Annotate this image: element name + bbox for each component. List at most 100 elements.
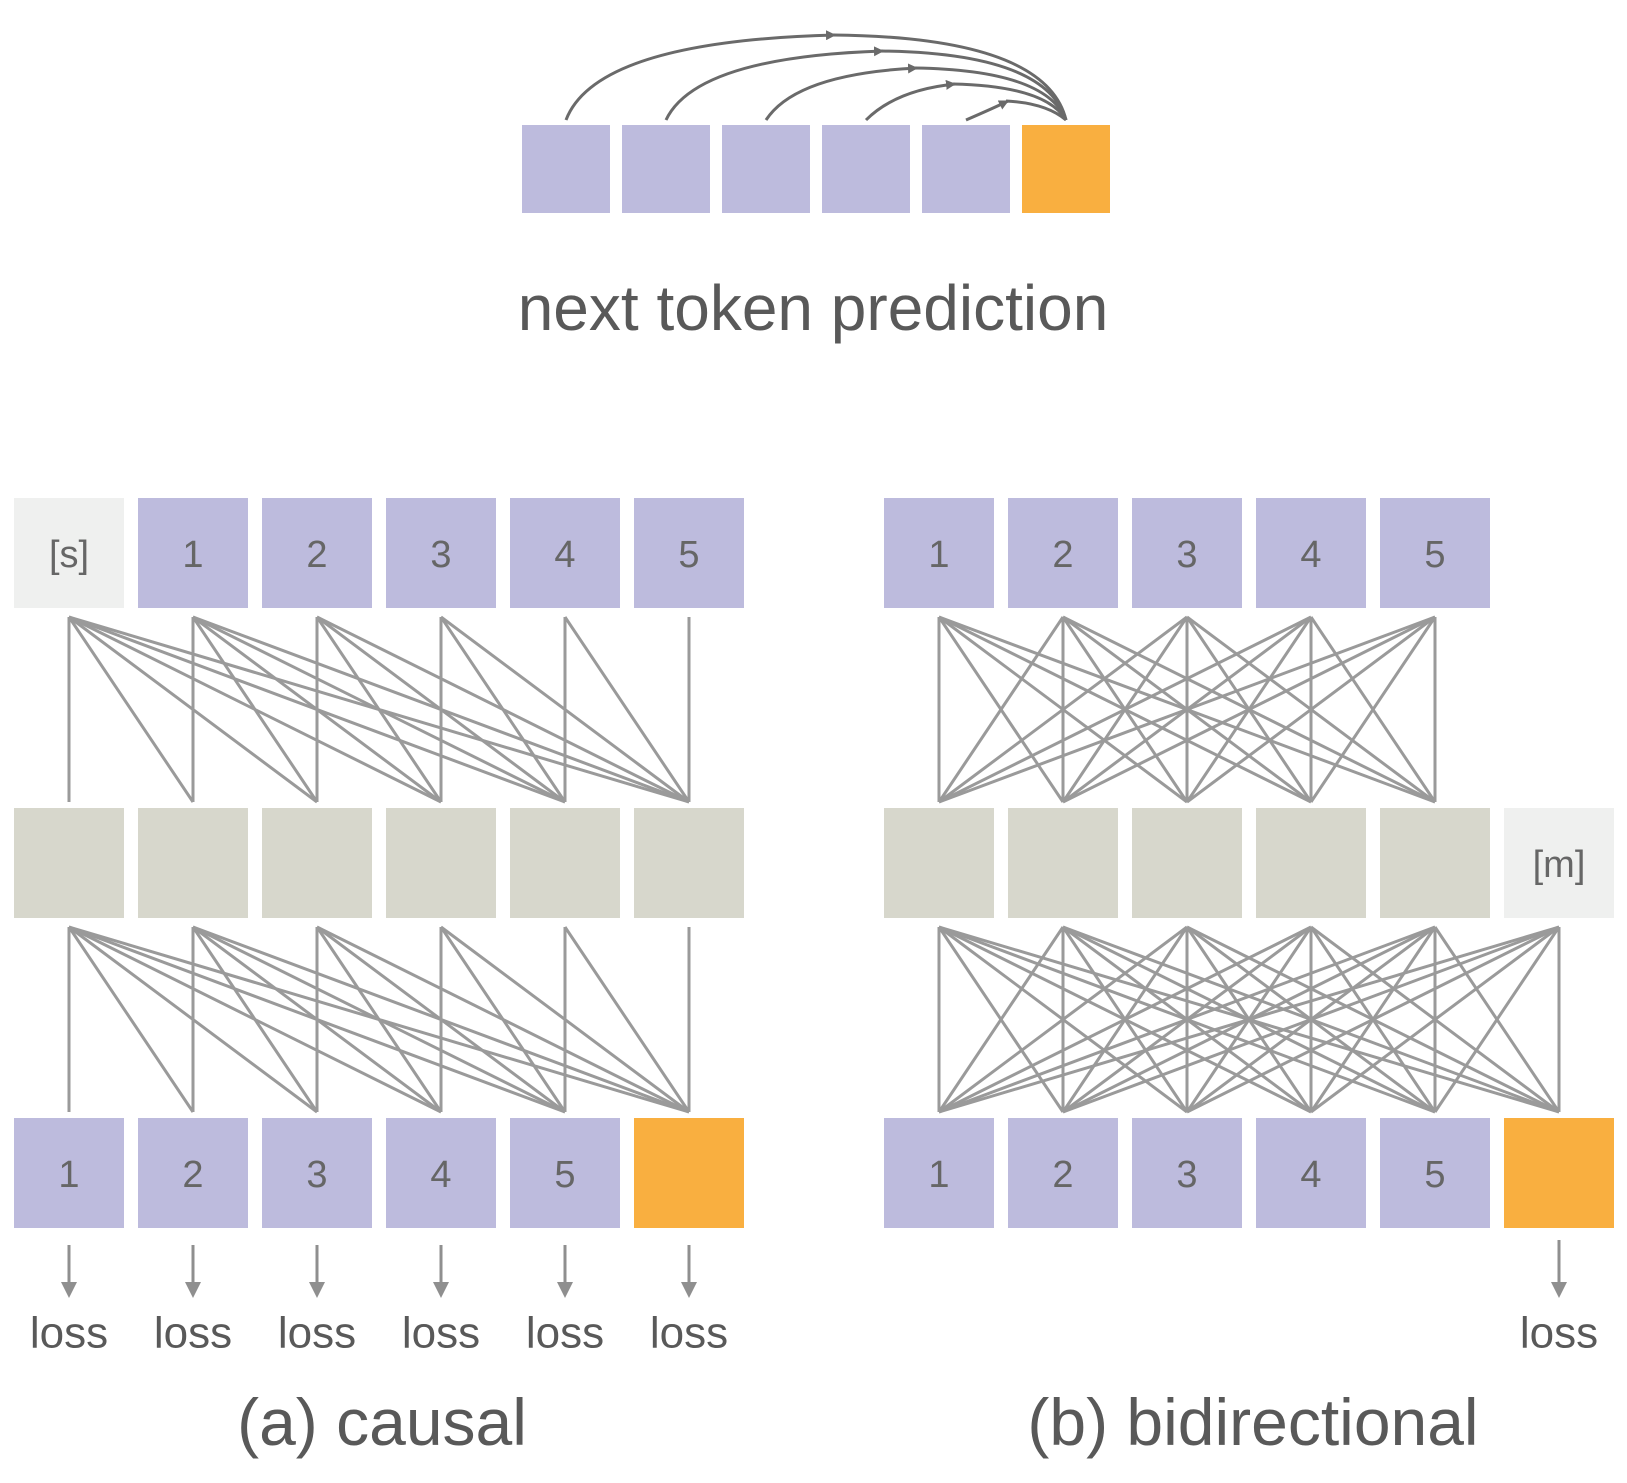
causal-output-token-2 bbox=[138, 1118, 248, 1228]
bi-output-token-label: 1 bbox=[928, 1154, 949, 1196]
bi-output-token-6 bbox=[1504, 1118, 1614, 1228]
context-token-3 bbox=[722, 125, 810, 213]
causal-input-token-1 bbox=[14, 498, 124, 608]
causal-output-token-label: 3 bbox=[306, 1154, 327, 1196]
causal-input-token-3 bbox=[262, 498, 372, 608]
causal-attention-edge bbox=[439, 926, 567, 1113]
prediction-arrow bbox=[764, 63, 918, 121]
loss-label: loss bbox=[526, 1309, 604, 1358]
causal-output-token-label: 5 bbox=[554, 1154, 575, 1196]
causal-attention-edge bbox=[67, 926, 195, 1113]
causal-output-token-3 bbox=[262, 1118, 372, 1228]
loss-label: loss bbox=[278, 1309, 356, 1358]
bi-input-token-label: 4 bbox=[1300, 534, 1321, 576]
bi-hidden-token-label: [m] bbox=[1533, 844, 1586, 886]
bi-hidden-token-2 bbox=[1008, 808, 1118, 918]
bi-input-token-label: 3 bbox=[1176, 534, 1197, 576]
prediction-arrow bbox=[564, 30, 836, 121]
causal-input-token-label: 2 bbox=[306, 534, 327, 576]
loss-label: loss bbox=[154, 1309, 232, 1358]
causal-output-row: 1 2 3 4 5 bbox=[14, 1118, 744, 1228]
loss-label: loss bbox=[402, 1309, 480, 1358]
causal-hidden-token-4 bbox=[386, 808, 496, 918]
bi-hidden-token-4 bbox=[1256, 808, 1366, 918]
causal-attention-edge bbox=[315, 616, 443, 803]
causal-connections-lower bbox=[67, 925, 691, 1114]
predicted-token-6 bbox=[1022, 125, 1110, 213]
causal-output-token-label: 2 bbox=[182, 1154, 203, 1196]
bi-output-token-2 bbox=[1008, 1118, 1118, 1228]
context-token-2 bbox=[622, 125, 710, 213]
loss-label: loss bbox=[650, 1309, 728, 1358]
bidirectional-attention-edge bbox=[1310, 925, 1560, 1114]
bi-input-token-label: 2 bbox=[1052, 534, 1073, 576]
causal-connections-upper bbox=[67, 615, 691, 804]
bi-output-token-label: 3 bbox=[1176, 1154, 1197, 1196]
causal-hidden-token-5 bbox=[510, 808, 620, 918]
bidirectional-connections-lower bbox=[937, 925, 1561, 1114]
causal-input-token-label: 5 bbox=[678, 534, 699, 576]
prediction-arcs bbox=[564, 30, 1068, 122]
context-token-5 bbox=[922, 125, 1010, 213]
causal-input-token-label: 4 bbox=[554, 534, 575, 576]
bi-input-token-1 bbox=[884, 498, 994, 608]
causal-attention-edge bbox=[563, 926, 691, 1113]
top-token-row bbox=[522, 125, 1110, 213]
bidirectional-attention-edge bbox=[938, 615, 1188, 804]
prediction-arrow bbox=[664, 46, 884, 121]
bi-hidden-token-6 bbox=[1504, 808, 1614, 918]
causal-hidden-token-3 bbox=[262, 808, 372, 918]
bi-output-token-label: 4 bbox=[1300, 1154, 1321, 1196]
bidirectional-caption: (b) bidirectional bbox=[1027, 1385, 1478, 1459]
bidirectional-attention-edge bbox=[938, 925, 1312, 1114]
panel-title: next token prediction bbox=[518, 272, 1109, 344]
causal-input-token-label: [s] bbox=[49, 534, 89, 576]
context-token-4 bbox=[822, 125, 910, 213]
bi-input-token-label: 5 bbox=[1424, 534, 1445, 576]
prediction-arrow bbox=[864, 79, 956, 122]
causal-output-token-label: 1 bbox=[58, 1154, 79, 1196]
context-token-1 bbox=[522, 125, 610, 213]
loss-arrowhead bbox=[681, 1282, 697, 1298]
bi-output-token-1 bbox=[884, 1118, 994, 1228]
bi-input-token-3 bbox=[1132, 498, 1242, 608]
causal-output-token-1 bbox=[14, 1118, 124, 1228]
causal-attention-edge bbox=[439, 616, 567, 803]
causal-attention-edge bbox=[67, 616, 195, 803]
prediction-arc bbox=[880, 49, 1068, 121]
bi-output-token-5 bbox=[1380, 1118, 1490, 1228]
loss-label: loss bbox=[1520, 1309, 1598, 1358]
next-token-prediction-panel: next token prediction bbox=[518, 30, 1110, 344]
bi-input-token-5 bbox=[1380, 498, 1490, 608]
causal-hidden-row bbox=[14, 808, 744, 918]
loss-arrowhead bbox=[61, 1282, 77, 1298]
causal-input-token-6 bbox=[634, 498, 744, 608]
bi-output-token-label: 5 bbox=[1424, 1154, 1445, 1196]
bidirectional-attention-edge bbox=[1433, 926, 1561, 1113]
bidirectional-attention-edge bbox=[937, 616, 1065, 803]
bidirectional-attention-edge bbox=[1309, 616, 1437, 803]
causal-input-token-label: 1 bbox=[182, 534, 203, 576]
causal-caption: (a) causal bbox=[237, 1385, 527, 1459]
causal-attention-edge bbox=[191, 616, 319, 803]
bi-output-token-4 bbox=[1256, 1118, 1366, 1228]
bidirectional-loss-row: loss bbox=[1520, 1240, 1598, 1358]
prediction-arc bbox=[1005, 99, 1067, 122]
causal-attention-edge bbox=[563, 616, 691, 803]
bidirectional-attention-edge bbox=[938, 925, 1436, 1114]
prediction-arc bbox=[914, 66, 1068, 121]
causal-output-token-label: 4 bbox=[430, 1154, 451, 1196]
causal-hidden-token-1 bbox=[14, 808, 124, 918]
loss-arrowhead bbox=[433, 1282, 449, 1298]
bidirectional-attention-edge bbox=[1062, 615, 1436, 804]
causal-input-token-5 bbox=[510, 498, 620, 608]
bidirectional-hidden-row: [m] bbox=[884, 808, 1614, 918]
loss-arrowhead bbox=[309, 1282, 325, 1298]
bidirectional-attention-edge bbox=[1186, 615, 1436, 804]
bi-input-token-4 bbox=[1256, 498, 1366, 608]
